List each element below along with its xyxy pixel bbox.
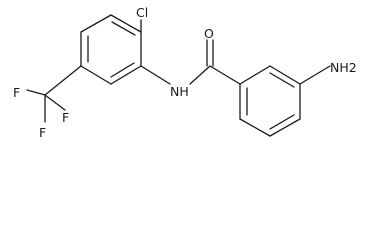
right-benzene-ring bbox=[239, 65, 301, 137]
bond-c-f bbox=[26, 89, 46, 96]
left-benzene-ring bbox=[80, 14, 142, 85]
aromatic-double-bond bbox=[269, 114, 295, 130]
bond bbox=[110, 14, 142, 33]
fluorine-atom-label: F bbox=[39, 125, 46, 140]
bond-nh-carbonyl bbox=[189, 65, 211, 85]
bond bbox=[239, 65, 271, 85]
chlorine-atom-label: Cl bbox=[136, 5, 148, 20]
chemical-structure-diagram: Cl F F F NH O NH2 bbox=[13, 5, 357, 140]
aromatic-double-bond bbox=[111, 21, 136, 36]
bond-ring-nh bbox=[140, 65, 171, 85]
bond bbox=[80, 65, 112, 85]
aromatic-double-bond bbox=[110, 62, 135, 78]
fluorine-atom-label: F bbox=[13, 85, 20, 100]
aromatic-double-bond bbox=[269, 72, 295, 88]
fluorine-atom-label: F bbox=[62, 110, 69, 125]
bond-carbonyl-ring bbox=[209, 65, 241, 85]
nh-atom-label: NH bbox=[170, 84, 189, 99]
bond bbox=[110, 65, 142, 85]
bond-ring-nh2 bbox=[299, 65, 331, 85]
bond bbox=[239, 118, 271, 137]
bond-ring-cf3 bbox=[44, 65, 82, 96]
bond bbox=[80, 14, 112, 33]
oxygen-atom-label: O bbox=[204, 26, 214, 41]
bond-c-f bbox=[44, 94, 66, 111]
bond bbox=[269, 118, 301, 137]
amino-atom-label: NH2 bbox=[330, 60, 357, 75]
bond bbox=[269, 65, 301, 85]
